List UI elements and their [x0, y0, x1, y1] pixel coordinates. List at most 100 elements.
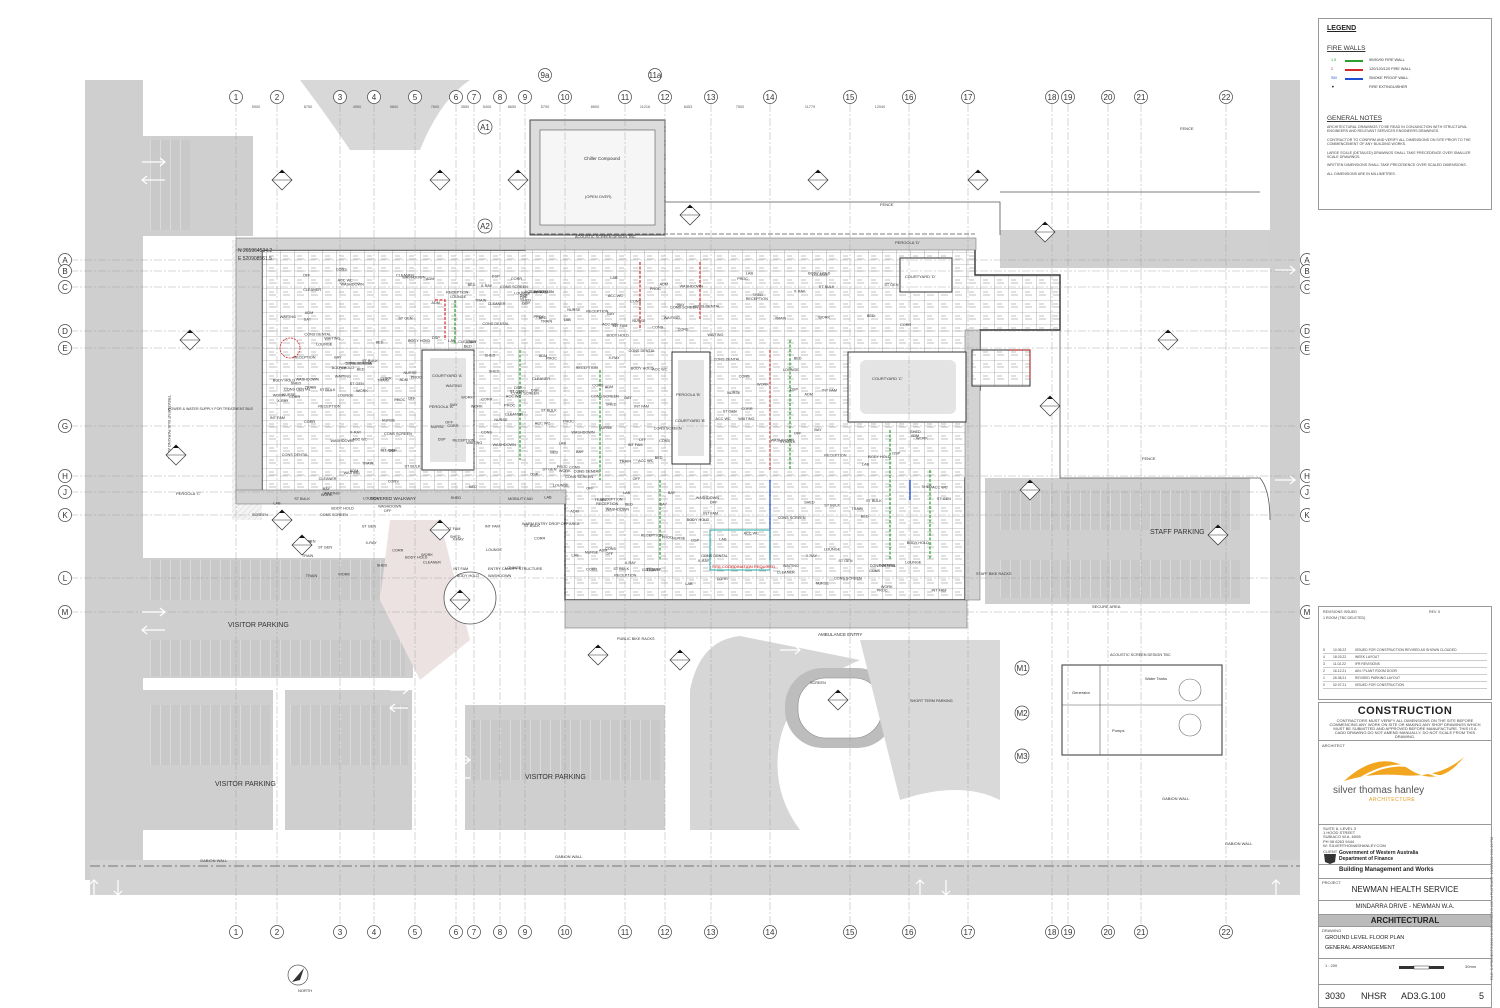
room-label: BODY HOLD [607, 333, 630, 337]
project-address: MINDARRA DRIVE - NEWMAN W.A. [1355, 904, 1455, 910]
grid-bubble-extra-row [477, 119, 493, 135]
room-label: BED [867, 314, 875, 318]
room-label: WORK [338, 573, 350, 577]
room-label: BAY [323, 487, 331, 491]
room-label: PROC [534, 315, 545, 319]
section-marker [1034, 221, 1056, 243]
revisions-block: REVISIONS ISSUED REV. 5 1 ROOM (TBC DELE… [1318, 606, 1492, 700]
room-label: CONS DENTAL [629, 349, 656, 353]
room-label: WAITING [446, 384, 462, 388]
room-label: WASHDOWN [771, 438, 795, 442]
room-label: INT FAM [613, 324, 628, 328]
revisions-note: 1 ROOM (TBC DELETED) [1323, 616, 1366, 620]
grid-bubble-D-right [1300, 324, 1310, 338]
grid-bubble-12-bottom [658, 925, 672, 939]
room-label: DSP [389, 449, 397, 453]
grid-bubble-19-top [1061, 90, 1075, 104]
room-label: SHED [922, 485, 933, 489]
room-label: BED [464, 345, 472, 349]
room-label: DSP [514, 386, 522, 390]
room-label: ACC WC [932, 486, 948, 490]
grid-bubble-6-top [449, 90, 463, 104]
client-gov-3: Building Management and Works [1339, 867, 1434, 873]
room-label: X-RAY [794, 289, 806, 293]
room-label: INT FAM [533, 291, 548, 295]
revision-rev: 5 [1323, 648, 1325, 652]
room-label: RECEPTION [293, 355, 315, 359]
room-label: DSP [520, 294, 528, 298]
general-note: CONTRACTOR TO CONFIRM AND VERIFY ALL DIM… [1327, 137, 1471, 147]
room-label: ACC WC [608, 294, 624, 298]
grid-bubble-5-top [408, 90, 422, 104]
grid-bubble-14-bottom [763, 925, 777, 939]
label-gabion-2: GABION WALL [555, 854, 583, 859]
room-label: LAB [610, 276, 618, 280]
top-dimension: 3550 [461, 105, 469, 109]
room-label: BED [861, 514, 869, 518]
room-label: INT FAM [932, 588, 947, 592]
room-label: RECEPTION [586, 309, 608, 313]
room-label: ST BULK [362, 359, 378, 363]
architect-block: ARCHITECT silver thomas hanley ARCHITECT… [1318, 740, 1492, 826]
grid-bubble-7-top [467, 90, 481, 104]
room-label: ADM [426, 277, 434, 281]
room-label: LAB [273, 501, 281, 505]
revision-rev: 2 [1323, 669, 1325, 673]
general-note: ALL DIMENSIONS ARE IN MILLIMETRES. [1327, 171, 1396, 176]
room-label: CONS [336, 267, 347, 271]
room-label: CORR [380, 376, 391, 380]
grid-bubble-G-left [58, 419, 72, 433]
room-label: RECEPTION [318, 405, 340, 409]
address-line: 1 HOOD STREET [1323, 830, 1356, 836]
section-marker [679, 204, 701, 226]
label-staff-parking: STAFF PARKING [1150, 529, 1205, 536]
room-label: WORK [461, 396, 473, 400]
room-label: ST GEN [723, 409, 737, 413]
room-label: RECEPTION [453, 439, 475, 443]
grid-col-label-4: 4 [372, 93, 377, 102]
room-label: BODY HOLD [808, 272, 831, 276]
grid-bubble-B-left [58, 264, 72, 278]
grid-row-label-D: D [62, 327, 68, 336]
top-dimension: 4950 [353, 105, 361, 109]
address-line: PH 08 6263 9444 [1323, 838, 1355, 844]
room-label: ST GEN [540, 290, 554, 294]
room-label: CONS SCREEN [511, 392, 539, 396]
top-dimension: 8650 [508, 105, 516, 109]
room-label: WASHDOWN [296, 377, 320, 381]
room-label: ACC WC [652, 368, 668, 372]
label-pergola-c: PERGOLA 'C' [176, 491, 201, 496]
room-label: SHED [450, 535, 461, 539]
plot-info-text: FILE: C:\PROJECTS\3030 NHS\Revit\AD3.G.1… [1490, 837, 1494, 980]
room-label: WASHDOWN [493, 443, 517, 447]
construction-note: CONTRACTORS MUST VERIFY ALL DIMENSIONS O… [1329, 718, 1481, 739]
room-label: OFF [639, 438, 647, 442]
grid-bubble-1-bottom [229, 925, 243, 939]
room-label: NURSE [494, 418, 508, 422]
room-label: DSP [432, 336, 440, 340]
room-label: LOUNGE [450, 295, 467, 299]
room-label: ADM [431, 301, 439, 305]
grid-bubble-extra-row [477, 218, 493, 234]
room-label: WAITING [783, 564, 799, 568]
revision-date: 11.02.22 [1333, 662, 1346, 666]
label-entry-canopy: ENTRY CANOPY STRUCTURE [488, 567, 543, 571]
room-label: CONS SCREEN [778, 516, 806, 520]
room-label: BED [539, 316, 547, 320]
grid-m-row-label: M3 [1016, 752, 1028, 761]
grid-row-label-G: G [62, 422, 68, 431]
project-block: PROJECT NEWMAN HEALTH SERVICE [1318, 878, 1492, 902]
grid-col-label-20: 20 [1104, 93, 1113, 102]
label-covered-walkway: COVERED WALKWAY [370, 496, 416, 501]
legend-item-code: ▼ [1331, 85, 1335, 89]
section-marker [179, 329, 201, 351]
room-label: WORK [356, 389, 368, 393]
grid-col-label-11: 11 [621, 93, 630, 102]
grid-bubble-extra [648, 68, 662, 82]
legend-swatch [1345, 78, 1363, 80]
plot-info: FILE: C:\PROJECTS\3030 NHS\Revit\AD3.G.1… [1490, 700, 1496, 980]
revision-desc: WEEK LAYOUT [1355, 655, 1380, 659]
room-label: WASHDOWN [402, 276, 426, 280]
